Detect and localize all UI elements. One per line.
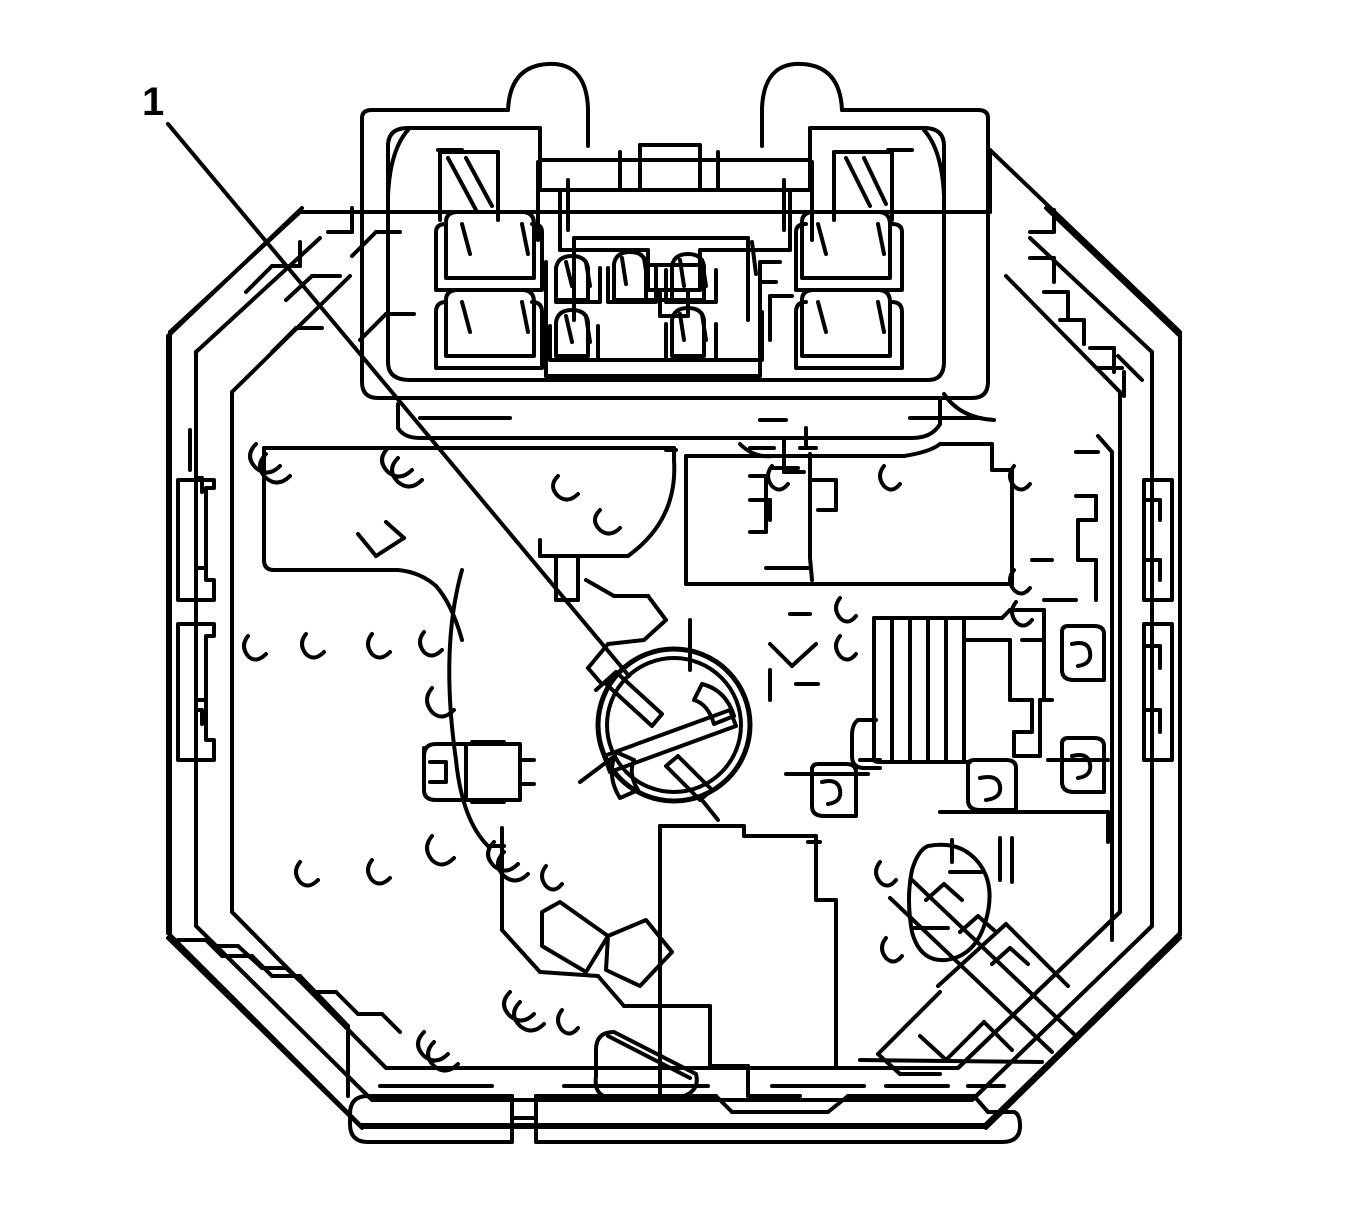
bottom-right-chamfer-rails xyxy=(956,910,1182,1130)
right-horizontal-ledges xyxy=(784,598,1110,844)
connector-cavity-large-left-lower xyxy=(434,288,544,370)
connector-cavity-small-upper-3 xyxy=(664,252,718,304)
connector-cavity-small-upper-2 xyxy=(606,250,658,304)
center-post xyxy=(554,554,668,684)
misc-ledges xyxy=(664,448,1054,844)
center-recess-upper xyxy=(684,442,1014,586)
ribbed-fin-block xyxy=(850,608,1054,770)
connector-mid-ribs xyxy=(536,160,814,242)
right-inner-channel xyxy=(1074,434,1114,942)
connector-cavity-large-right-lower xyxy=(794,288,904,370)
bottom-skirt xyxy=(348,1084,1022,1144)
connector-cavity-small-upper-1 xyxy=(554,254,602,304)
right-clip-lower xyxy=(1060,736,1106,794)
connector-lower-skirt xyxy=(396,392,996,440)
circular-rotary-component xyxy=(595,646,753,804)
lower-right-boss xyxy=(907,836,1014,963)
circular-component-spokes xyxy=(578,670,738,822)
connector-bottom-steps xyxy=(544,240,794,378)
lower-pad-center xyxy=(604,918,674,988)
callout-1-label: 1 xyxy=(142,80,165,124)
left-clip-lower xyxy=(810,762,858,818)
bottom-left-chamfer-rails xyxy=(166,910,388,1130)
lower-pad-left xyxy=(540,900,610,974)
electrical-connector-shell xyxy=(360,61,990,400)
lower-center-panel xyxy=(500,826,802,1098)
left-edge-mounting-tabs xyxy=(176,428,216,762)
mid-right-bracket xyxy=(748,418,838,582)
lower-right-stepped-rail xyxy=(876,922,1070,1076)
right-edge-mounting-tabs xyxy=(1142,478,1174,762)
center-upper-plateau xyxy=(262,446,677,572)
chamfer-ticks-top-right xyxy=(1028,208,1144,398)
hole-markers xyxy=(242,442,1034,1073)
left-mid-rail xyxy=(356,520,406,558)
connector-cavity-small-lower-2 xyxy=(664,306,718,362)
connector-side-tapers xyxy=(386,128,946,222)
connector-inner-frame xyxy=(386,126,946,382)
left-stub-connector xyxy=(422,742,536,802)
callout-1-leader-line xyxy=(166,122,631,678)
connector-cavity-small-lower-1 xyxy=(548,308,600,362)
connector-cavity-large-left-upper xyxy=(434,210,544,292)
lower-mid-wall xyxy=(658,824,838,1100)
center-clip-lower xyxy=(966,758,1018,812)
left-interior-curve xyxy=(396,568,506,848)
right-clip-upper xyxy=(1060,624,1106,682)
lower-right-rails xyxy=(858,878,1078,1064)
